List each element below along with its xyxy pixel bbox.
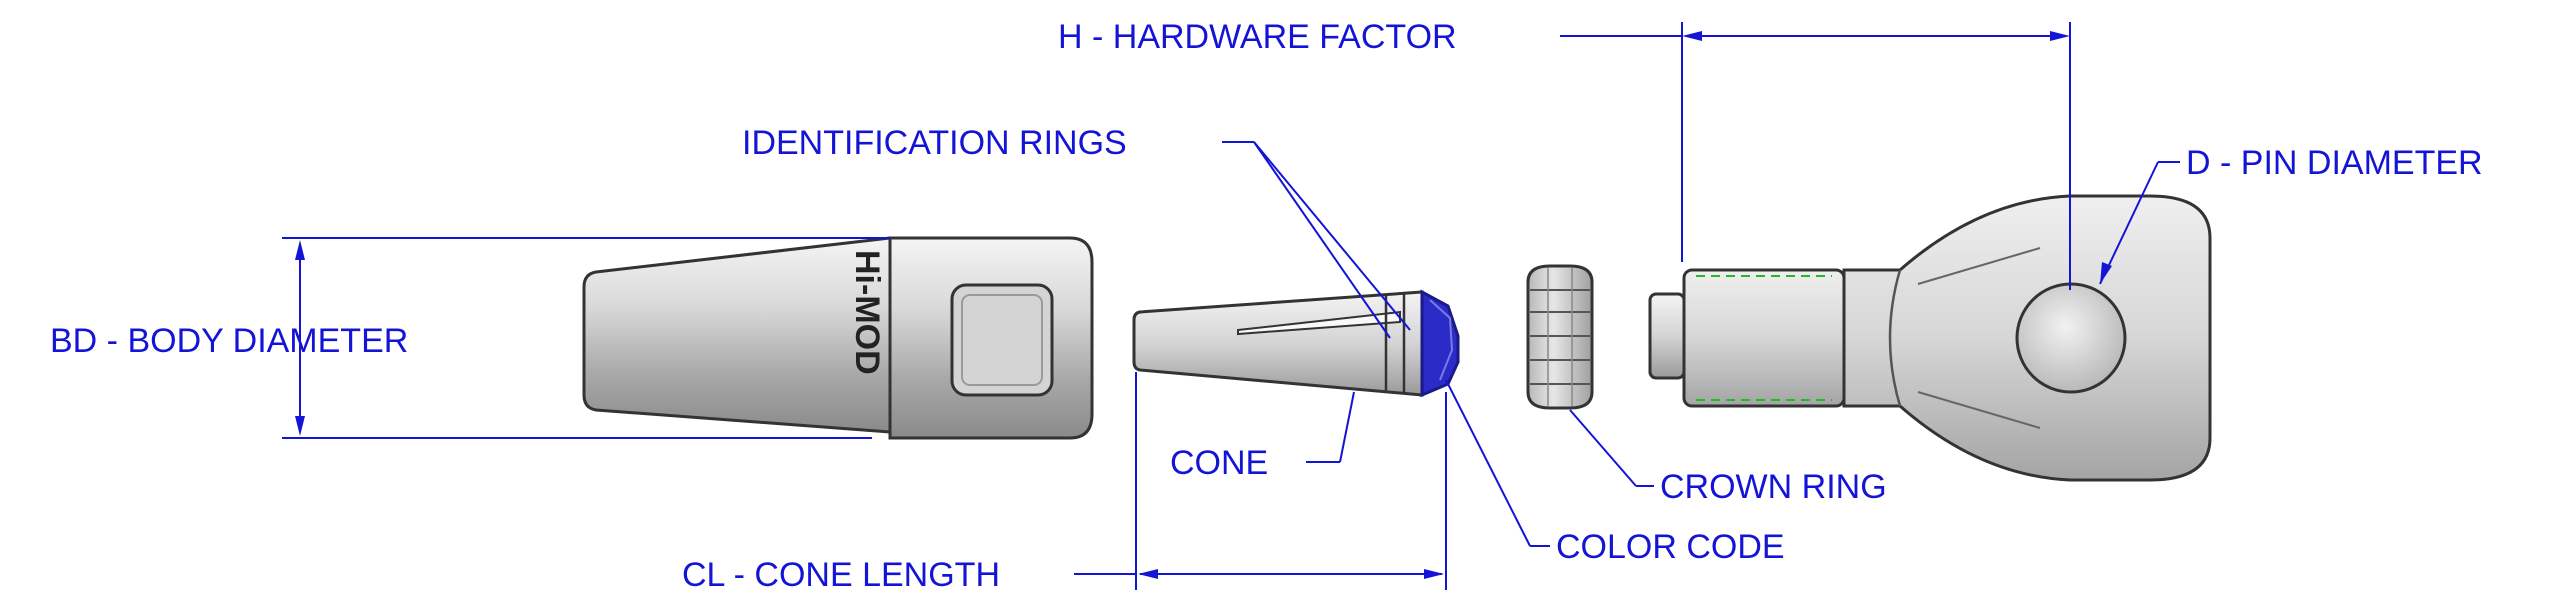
brand-engraving: Hi-MOD <box>848 250 886 375</box>
label-cone-length: CL - CONE LENGTH <box>682 556 1000 594</box>
callout-lines <box>282 22 2180 590</box>
label-identification-rings: IDENTIFICATION RINGS <box>742 124 1127 162</box>
crown-ring-part <box>1526 264 1594 410</box>
label-crown-ring: CROWN RING <box>1660 468 1887 506</box>
label-hardware-factor: H - HARDWARE FACTOR <box>1058 18 1457 56</box>
label-color-code: COLOR CODE <box>1556 528 1785 566</box>
label-pin-diameter: D - PIN DIAMETER <box>2186 144 2483 182</box>
cone-part <box>1132 289 1460 398</box>
callout-labels: H - HARDWARE FACTOR IDENTIFICATION RINGS… <box>50 18 2483 594</box>
label-cone: CONE <box>1170 444 1268 482</box>
clevis-fork-part <box>1648 194 2212 482</box>
body-part: Hi-MOD <box>582 236 1094 440</box>
label-body-diameter: BD - BODY DIAMETER <box>50 322 408 360</box>
